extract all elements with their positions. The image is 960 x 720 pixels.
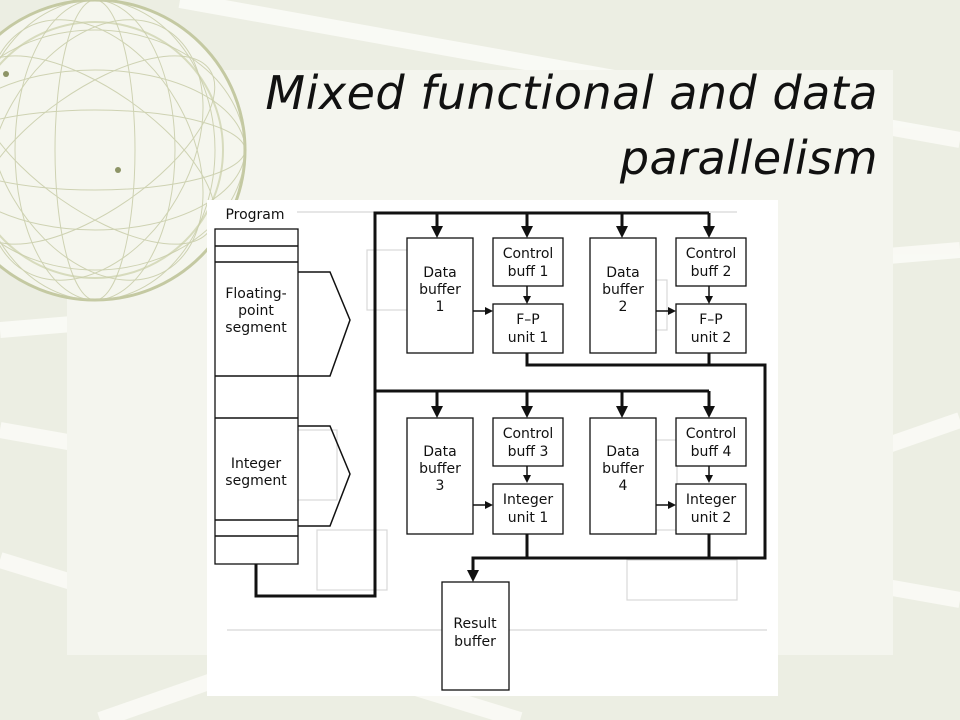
svg-text:unit 2: unit 2	[691, 510, 731, 526]
svg-text:Result: Result	[453, 616, 497, 632]
svg-text:segment: segment	[225, 473, 287, 489]
integer-unit-2: Integer unit 2	[675, 483, 747, 535]
floating-point-segment: Floating- point segment	[225, 286, 287, 336]
svg-text:buff 4: buff 4	[691, 444, 732, 460]
svg-text:point: point	[238, 303, 274, 319]
result-buffer: Result buffer	[441, 581, 510, 691]
data-buffer-3: Data buffer 3	[406, 417, 474, 535]
svg-text:F–P: F–P	[516, 312, 540, 328]
arrowheads	[431, 226, 715, 582]
control-buff-4: Control buff 4	[675, 417, 747, 467]
svg-text:segment: segment	[225, 320, 287, 336]
sphere-decoration	[0, 0, 247, 302]
svg-text:Control: Control	[503, 246, 554, 262]
svg-text:buffer: buffer	[602, 282, 644, 298]
svg-text:1: 1	[436, 299, 445, 315]
parallelism-diagram: Program Floating- point segment Integer …	[207, 200, 778, 696]
svg-text:unit 1: unit 1	[508, 510, 548, 526]
svg-text:buff 1: buff 1	[508, 264, 549, 280]
int-dispatch-arrow	[298, 425, 351, 527]
slide-title-line-1: Mixed functional and data	[265, 66, 878, 120]
integer-unit-1: Integer unit 1	[492, 483, 564, 535]
program-label: Program	[225, 207, 284, 223]
bus-wires	[254, 211, 767, 598]
svg-text:buffer: buffer	[419, 282, 461, 298]
svg-text:4: 4	[619, 478, 628, 494]
svg-text:Control: Control	[686, 246, 737, 262]
svg-text:buffer: buffer	[454, 634, 496, 650]
fp-dispatch-arrow	[298, 271, 351, 377]
svg-text:3: 3	[436, 478, 445, 494]
fp-unit-2: F–P unit 2	[675, 303, 747, 354]
svg-text:unit 1: unit 1	[508, 330, 548, 346]
data-buffer-2: Data buffer 2	[589, 237, 657, 354]
svg-text:Data: Data	[606, 444, 639, 460]
svg-text:unit 2: unit 2	[691, 330, 731, 346]
svg-text:2: 2	[619, 299, 628, 315]
svg-text:Data: Data	[423, 444, 456, 460]
svg-text:F–P: F–P	[699, 312, 723, 328]
svg-text:Control: Control	[503, 426, 554, 442]
data-buffer-4: Data buffer 4	[589, 417, 657, 535]
fp-unit-1: F–P unit 1	[492, 303, 564, 354]
control-buff-2: Control buff 2	[675, 237, 747, 287]
svg-text:buff 2: buff 2	[691, 264, 732, 280]
svg-text:buff 3: buff 3	[508, 444, 549, 460]
svg-text:Integer: Integer	[231, 456, 282, 472]
svg-text:Control: Control	[686, 426, 737, 442]
program-stack: Program Floating- point segment Integer …	[214, 207, 299, 565]
small-arrows	[473, 286, 713, 509]
control-buff-3: Control buff 3	[492, 417, 564, 467]
slide-title-line-2: parallelism	[619, 131, 878, 185]
svg-text:Data: Data	[423, 265, 456, 281]
integer-segment: Integer segment	[225, 456, 287, 489]
svg-text:Integer: Integer	[686, 492, 737, 508]
svg-text:Floating-: Floating-	[225, 286, 286, 302]
control-buff-1: Control buff 1	[492, 237, 564, 287]
svg-text:buffer: buffer	[419, 461, 461, 477]
svg-text:Integer: Integer	[503, 492, 554, 508]
svg-text:Data: Data	[606, 265, 639, 281]
svg-text:buffer: buffer	[602, 461, 644, 477]
data-buffer-1: Data buffer 1	[406, 237, 474, 354]
